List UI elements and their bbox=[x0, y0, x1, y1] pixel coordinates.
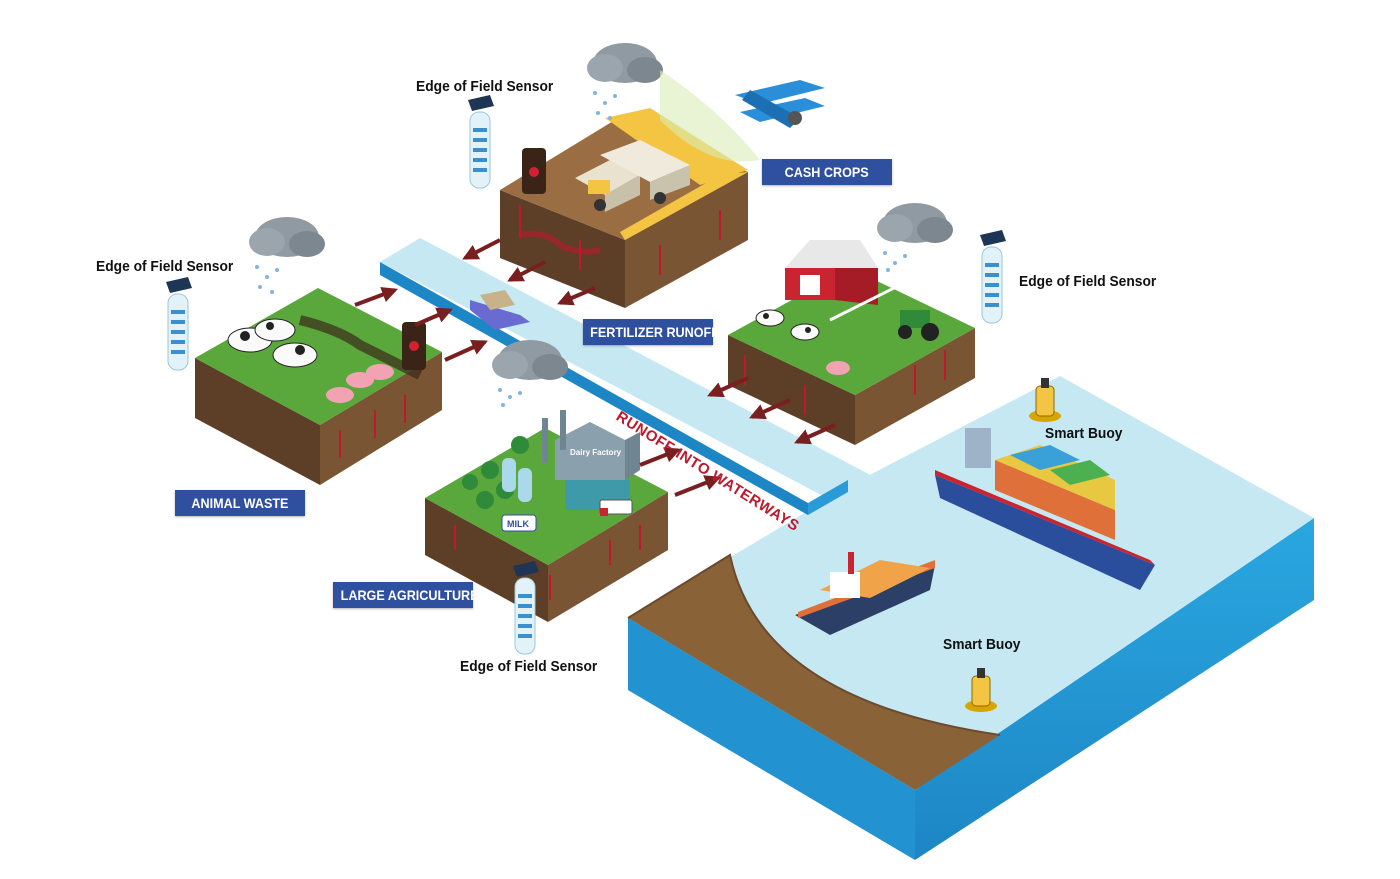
silo-icon bbox=[502, 458, 532, 502]
factory-sign: Dairy Factory bbox=[570, 448, 622, 457]
runoff-arrow bbox=[674, 475, 721, 497]
ocean-block bbox=[627, 376, 1314, 860]
ferry-ship-icon bbox=[795, 552, 935, 635]
runoff-arrow bbox=[707, 376, 749, 398]
runoff-arrows bbox=[354, 238, 836, 497]
runoff-arrow bbox=[414, 307, 453, 327]
runoff-arrow bbox=[794, 423, 836, 445]
sensor-label-right: Edge of Field Sensor bbox=[1019, 273, 1157, 290]
animal-waste-tile bbox=[195, 288, 442, 485]
tree-icon bbox=[462, 436, 529, 509]
dairy-farm-tile bbox=[728, 240, 975, 445]
tag-fertilizer-runoff: FERTILIZER RUNOFF bbox=[583, 319, 719, 345]
runoff-arrow bbox=[639, 447, 681, 467]
sensor-label-bottom: Edge of Field Sensor bbox=[460, 658, 598, 675]
runoff-arrow bbox=[507, 260, 546, 282]
tractor-icon bbox=[898, 310, 939, 341]
harvester-icon bbox=[575, 140, 690, 212]
toxic-icon bbox=[409, 341, 419, 351]
runoff-arrow bbox=[462, 238, 501, 260]
crop-duster-plane-icon bbox=[660, 70, 825, 162]
small-boat-icon bbox=[470, 290, 530, 330]
milk-truck-label: MILK bbox=[507, 519, 529, 529]
runoff-arrow bbox=[354, 287, 398, 307]
container-ship-icon bbox=[935, 428, 1155, 590]
delivery-truck-icon bbox=[599, 499, 633, 516]
buoy-label-top: Smart Buoy bbox=[1045, 425, 1123, 442]
factory-icon: Dairy Factory bbox=[542, 410, 640, 510]
sensor-label-left: Edge of Field Sensor bbox=[96, 258, 234, 275]
cow-icon bbox=[227, 318, 318, 368]
smart-buoy-icon bbox=[965, 378, 1061, 712]
tag-animal-waste: ANIMAL WASTE bbox=[175, 490, 305, 516]
pig-icon bbox=[326, 364, 394, 403]
sensor-label-top: Edge of Field Sensor bbox=[416, 78, 554, 95]
toxic-icon bbox=[529, 167, 539, 177]
tag-cash-crops: CASH CROPS bbox=[762, 159, 892, 185]
tag-large-agriculture: LARGE AGRICULTURE bbox=[333, 582, 479, 608]
rain-cloud-icon bbox=[249, 43, 953, 407]
runoff-arrow bbox=[444, 339, 488, 362]
pig-icon bbox=[826, 361, 850, 375]
milk-truck-icon: MILK bbox=[501, 514, 537, 532]
cow-icon bbox=[755, 309, 820, 341]
barn-icon bbox=[785, 240, 878, 305]
runoff-arrow bbox=[749, 398, 791, 420]
edge-of-field-sensor-icon bbox=[166, 95, 1006, 655]
cash-crops-tile bbox=[500, 108, 748, 308]
runoff-arrow bbox=[557, 286, 596, 306]
buoy-label-bottom: Smart Buoy bbox=[943, 636, 1021, 653]
